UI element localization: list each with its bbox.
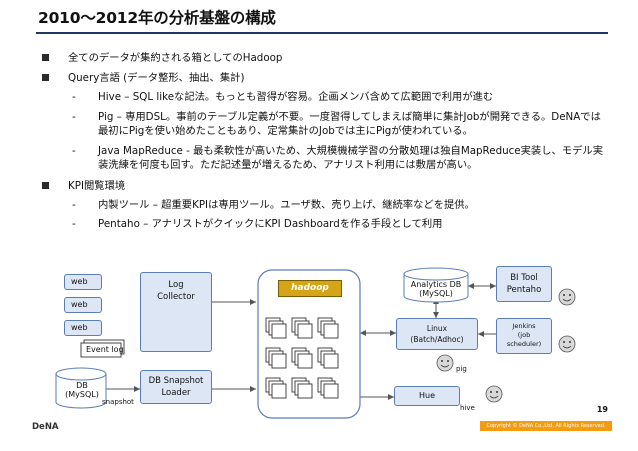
footer: DeNA Copyright © DeNA Co.,Ltd. All Right… (32, 421, 612, 432)
title-underline (36, 32, 608, 34)
jenkins-line2: (job (517, 331, 531, 339)
loader-line1: DB Snapshot (148, 376, 204, 386)
block-stack (265, 347, 287, 369)
sub-bullet-pig: - Pig – 専用DSL。事前のテーブル定義が不要。一度習得してしまえば簡単に集… (38, 110, 618, 139)
arrowhead (468, 283, 474, 289)
user-smiley-icon (436, 288, 576, 403)
bullet-kpi: KPI閲覧環境 (38, 178, 618, 194)
bullet-square-icon (42, 74, 49, 81)
web-server-box: web (64, 274, 102, 290)
linux-line1: Linux (426, 324, 448, 333)
sub-bullet-text: Pig – 専用DSL。事前のテーブル定義が不要。一度習得してしまえば簡単に集計… (98, 110, 601, 138)
bullet-square-icon (42, 54, 49, 61)
log-collector-box: Log Collector (140, 272, 212, 352)
smiley-mouth (562, 345, 572, 349)
bullet-query: Query言語 (データ整形、抽出、集計) (38, 70, 618, 86)
hive-label: hive (460, 404, 475, 412)
bullet-square-icon (42, 181, 49, 189)
arrowhead (390, 330, 396, 336)
dash-icon: - (72, 218, 76, 230)
smiley-mouth (562, 298, 572, 302)
db-cylinder (55, 367, 107, 409)
page-number: 19 (596, 405, 608, 414)
arrowhead (388, 394, 394, 400)
sub-bullet-pentaho: - Pentaho – アナリストがクイックにKPI Dashboardを作る手段… (38, 217, 618, 232)
sub-bullet-text: Hive – SQL likeな記法。もっとも習得が容易。企画メンバ含めて広範囲… (98, 91, 494, 103)
analytics-db-cylinder (403, 267, 469, 303)
block-stack (317, 317, 339, 339)
jenkins-line1: Jenkins (512, 322, 536, 330)
event-log-stack (80, 339, 125, 358)
jenkins-line3: scheduler) (506, 340, 542, 348)
arrowhead (490, 283, 496, 289)
linux-line2: (Batch/Adhoc) (410, 334, 464, 344)
bullet-hadoop: 全てのデータが集約される箱としてのHadoop (38, 50, 618, 66)
db-snapshot-loader-box: DB Snapshot Loader (140, 370, 212, 404)
bullet-text: KPI閲覧環境 (68, 179, 126, 192)
analytics-db-label: Analytics DB (MySQL) (406, 280, 466, 298)
hue-box: Hue (394, 386, 460, 406)
arrowhead (250, 299, 256, 305)
dash-icon: - (72, 110, 76, 123)
arrowhead (360, 330, 366, 336)
arrowhead (134, 386, 140, 392)
block-stack (291, 317, 313, 339)
smiley-mouth (440, 364, 450, 368)
bullet-text: Query言語 (データ整形、抽出、集計) (68, 72, 245, 84)
smiley-eye (569, 341, 571, 343)
dash-icon: - (72, 198, 76, 211)
sub-bullet-mapreduce: - Java MapReduce - 最も柔軟性が高いため、大規模機械学習の分散処… (38, 144, 618, 173)
loader-line2: Loader (161, 388, 191, 398)
smiley-eye (563, 341, 565, 343)
event-log-label: Event log (86, 345, 124, 354)
block-stack (265, 317, 287, 339)
linux-box: Linux (Batch/Adhoc) (396, 318, 478, 350)
arrowhead (433, 312, 439, 318)
db-mysql-label: DB (MySQL) (64, 381, 100, 399)
bullet-list: 全てのデータが集約される箱としてのHadoop Query言語 (データ整形、抽… (38, 50, 618, 237)
hdfs-blocks (265, 317, 339, 399)
bi-tool-line1: BI Tool (510, 273, 538, 283)
sub-bullet-text: 内製ツール – 超重要KPIは専用ツール。ユーザ数、売り上げ、継続率などを提供。 (98, 198, 475, 211)
db-label-line2: (MySQL) (65, 390, 99, 399)
web-server-box: web (64, 297, 102, 313)
smiley-eye (441, 360, 443, 362)
hadoop-logo: hadoop (278, 280, 342, 297)
analytics-db-line2: (MySQL) (419, 289, 453, 298)
block-stack (291, 377, 313, 399)
arrowhead (478, 331, 484, 337)
analytics-db-line1: Analytics DB (410, 280, 462, 289)
web-server-box: web (64, 320, 102, 336)
log-collector-line2: Collector (157, 292, 195, 302)
dash-icon: - (72, 91, 76, 103)
smiley-eye (447, 360, 449, 362)
smiley-eye (496, 391, 498, 393)
copyright-bar: Copyright © DeNA Co.,Ltd. All Rights Res… (480, 421, 612, 431)
smiley-eye (490, 391, 492, 393)
jenkins-box: Jenkins (job scheduler) (496, 318, 552, 354)
smiley-eye (569, 294, 571, 296)
sub-bullet-internal-tool: - 内製ツール – 超重要KPIは専用ツール。ユーザ数、売り上げ、継続率などを提供… (38, 198, 618, 213)
slide-title: 2010～2012年の分析基盤の構成 (38, 9, 276, 27)
log-collector-line1: Log (168, 280, 184, 290)
smiley-mouth (489, 395, 499, 399)
block-stack (291, 347, 313, 369)
arrowhead (250, 386, 256, 392)
sub-bullet-text: Pentaho – アナリストがクイックにKPI Dashboardを作る手段と… (98, 218, 443, 230)
dena-logo: DeNA (32, 422, 59, 432)
dash-icon: - (72, 144, 76, 157)
bullet-text: 全てのデータが集約される箱としてのHadoop (68, 52, 283, 64)
pig-label: pig (456, 365, 467, 373)
sub-bullet-hive: - Hive – SQL likeな記法。もっとも習得が容易。企画メンバ含めて広範… (38, 90, 618, 105)
bi-tool-line2: Pentaho (506, 285, 542, 295)
db-label-line1: DB (76, 381, 88, 390)
sub-bullet-text: Java MapReduce - 最も柔軟性が高いため、大規模機械学習の分散処理… (98, 144, 604, 172)
bi-tool-box: BI Tool Pentaho (496, 266, 552, 302)
snapshot-label: snapshot (102, 398, 134, 406)
smiley-eye (563, 294, 565, 296)
block-stack (317, 347, 339, 369)
block-stack (265, 377, 287, 399)
block-stack (317, 377, 339, 399)
